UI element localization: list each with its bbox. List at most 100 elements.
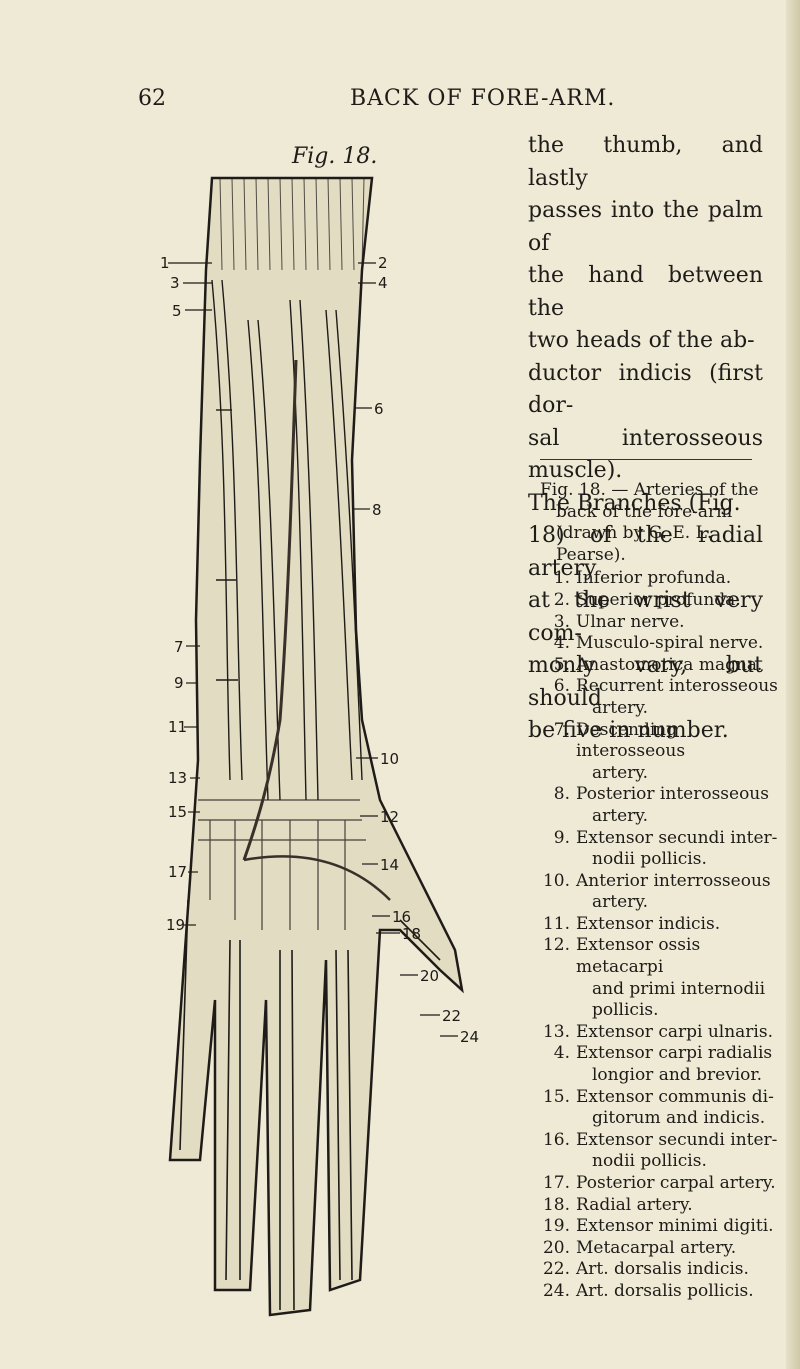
legend-line: Musculo-spiral nerve. — [576, 633, 764, 654]
legend-text: Ulnar nerve. — [576, 612, 685, 634]
legend-line: Metacarpal artery. — [576, 1237, 737, 1258]
figure-number-label: 11 — [168, 718, 187, 736]
legend-item: 13. Extensor carpi ulnaris. — [540, 1022, 780, 1044]
figure-number-label: 2 — [378, 254, 388, 272]
legend-text: Extensor secundi inter-nodii pollicis. — [576, 1130, 777, 1173]
figure-number-label: 14 — [380, 856, 399, 874]
legend-line: Radial artery. — [576, 1194, 693, 1215]
legend-text: Extensor communis di-gitorum and indicis… — [576, 1087, 774, 1130]
legend-line: nodii pollicis. — [592, 1151, 707, 1172]
legend-number: 19. — [542, 1216, 570, 1237]
legend-text: Extensor secundi inter-nodii pollicis. — [576, 828, 777, 871]
legend-line: Descending interosseous — [576, 719, 686, 762]
figure-number-label: 5 — [172, 302, 182, 320]
caption-title-line: (drawn by G. E. L. — [556, 523, 713, 544]
page-header: 62 BACK OF FORE-ARM. — [0, 86, 800, 126]
legend-item: 16. Extensor secundi inter-nodii pollicis… — [540, 1130, 780, 1173]
legend-item: 20. Metacarpal artery. — [540, 1238, 780, 1260]
legend-item: 4. Musculo-spiral nerve. — [540, 633, 780, 655]
legend-text: Musculo-spiral nerve. — [576, 633, 763, 655]
legend-number: 20. — [542, 1237, 570, 1258]
caption-rule — [540, 459, 752, 460]
legend-line: pollicis. — [592, 1000, 659, 1021]
body-line: the thumb, and lastly — [528, 133, 763, 191]
body-line: passes into the palm of — [528, 198, 763, 256]
figure-number-label: 15 — [168, 803, 187, 821]
legend-line: Extensor secundi inter- — [576, 827, 778, 848]
legend-line: artery. — [592, 762, 649, 783]
legend-line: artery. — [592, 697, 649, 718]
legend-item: 24. Art. dorsalis pollicis. — [540, 1281, 780, 1303]
legend-text: Art. dorsalis indicis. — [576, 1259, 749, 1281]
figure-number-label: 17 — [168, 863, 187, 881]
legend-number: 4. — [553, 1043, 570, 1064]
legend-line: Anterior interrosseous — [576, 870, 771, 891]
legend-number: 17. — [542, 1173, 570, 1193]
body-line: the hand between the — [528, 263, 763, 321]
legend-number: 11. — [542, 913, 570, 934]
figure-number-label: 24 — [460, 1028, 479, 1046]
legend-text: Anastomotica magna. — [576, 655, 762, 677]
forearm-drawing — [168, 176, 464, 1317]
legend-line: Extensor carpi radialis — [576, 1043, 773, 1064]
legend-line: Extensor carpi ulnaris. — [576, 1021, 773, 1042]
legend-number: 22. — [542, 1259, 570, 1280]
figure-number-label: 7 — [174, 638, 184, 656]
caption-title-line: Fig. 18. — Arteries of the — [540, 480, 759, 500]
page-number: 62 — [138, 86, 166, 111]
legend-item: 1.Inferior profunda. — [540, 568, 780, 590]
figure-number-label: 6 — [374, 400, 384, 418]
legend-item: 22. Art. dorsalis indicis. — [540, 1259, 780, 1281]
figure-number-label: 1 — [160, 254, 170, 272]
legend-number: 13. — [542, 1021, 570, 1042]
legend-line: Inferior profunda. — [576, 568, 732, 589]
legend-line: Extensor communis di- — [576, 1086, 774, 1107]
legend-line: Extensor ossis metacarpi — [576, 935, 701, 978]
legend-line: and primi internodii — [592, 978, 766, 999]
legend-item: 19. Extensor minimi digiti. — [540, 1216, 780, 1238]
figure-number-label: 3 — [170, 274, 180, 292]
body-line: at the wrist very com- — [528, 588, 763, 646]
body-line: sal interosseous muscle). — [528, 425, 763, 484]
legend-number: 2. — [553, 589, 570, 610]
figure-legend: 1.Inferior profunda.2. Superior profunda.… — [540, 568, 780, 1302]
body-line: 18) of the radial artery — [528, 523, 763, 581]
legend-number: 4. — [553, 633, 570, 654]
legend-item: 5. Anastomotica magna. — [540, 655, 780, 677]
figure-number-label: 9 — [174, 674, 184, 692]
legend-text: Superior profunda. — [576, 590, 741, 612]
legend-text: Art. dorsalis pollicis. — [576, 1281, 754, 1303]
legend-number: 15. — [542, 1086, 570, 1107]
legend-number: 5. — [553, 654, 570, 675]
legend-line: Extensor minimi digiti. — [576, 1216, 774, 1237]
figure-number-label: 22 — [442, 1007, 461, 1025]
legend-number: 16. — [542, 1129, 570, 1150]
figure-number-label: 10 — [380, 750, 399, 768]
legend-text: Extensor minimi digiti. — [576, 1216, 774, 1238]
legend-text: Radial artery. — [576, 1195, 693, 1217]
legend-number: 24. — [542, 1280, 570, 1301]
legend-number: 18. — [542, 1194, 570, 1215]
figure-number-label: 12 — [380, 808, 399, 826]
legend-number: 3. — [553, 611, 570, 632]
legend-line: Ulnar nerve. — [576, 611, 685, 632]
legend-line: Recurrent interosseous — [576, 676, 778, 697]
legend-text: Posterior carpal artery. — [576, 1173, 776, 1195]
body-line: be five in number. — [528, 718, 729, 743]
legend-line: Superior profunda. — [576, 589, 741, 610]
legend-number: 7. — [553, 719, 570, 740]
legend-number: 8. — [553, 784, 570, 805]
figure-caption: Fig. 18. — Arteries of the back of the f… — [540, 480, 780, 1303]
caption-title: Fig. 18. — Arteries of the back of the f… — [540, 480, 780, 566]
figure-number-label: 4 — [378, 274, 388, 292]
running-title: BACK OF FORE-ARM. — [350, 86, 616, 111]
legend-number: 9. — [553, 827, 570, 848]
legend-item: 18. Radial artery. — [540, 1195, 780, 1217]
